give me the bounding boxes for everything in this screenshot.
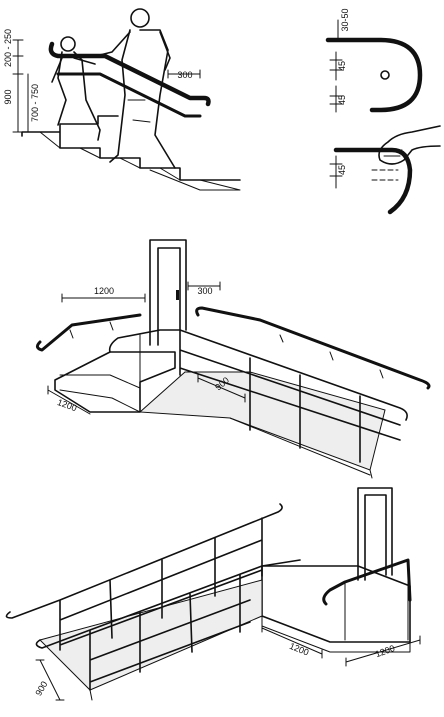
adult-figure — [99, 8, 176, 169]
dim-main-rail-height: 900 — [3, 89, 13, 104]
figure-rail-detail: 30-50 45 45 45 — [325, 8, 441, 215]
figure-long-ramp: 900 1200 1200 — [5, 487, 421, 701]
wall-handrail-left — [35, 313, 142, 352]
landing-platform-fig4 — [261, 565, 411, 643]
dim-lines-fig4 — [35, 623, 421, 701]
door-handle — [176, 290, 179, 300]
landing-handrail — [322, 558, 412, 606]
dim-clearance-bottom: 45 — [337, 165, 347, 175]
lower-handrail — [56, 72, 202, 118]
door-frame-fig4 — [357, 487, 393, 581]
ramp-slab — [138, 371, 386, 471]
door-frame — [149, 239, 187, 346]
child-head — [60, 36, 76, 52]
stair-steps — [21, 115, 241, 181]
ramp-balustrade — [108, 329, 408, 463]
dim-bend-radius: 30-50 — [340, 8, 350, 31]
dim-extension: 300 — [177, 70, 192, 80]
dim-upper-rail-height: 200 - 250 — [3, 29, 13, 67]
upper-handrail — [48, 41, 211, 107]
dim-lines-fig3 — [47, 281, 246, 415]
landing-steps — [59, 374, 141, 413]
rail-section-circle — [380, 70, 390, 80]
dim-landing-depth-fig3: 1200 — [56, 397, 78, 413]
figure-stairs-handrail: 200 - 250 900 700 - 750 300 — [3, 8, 241, 191]
dim-line-vertical — [12, 39, 29, 133]
dim-line-extension — [167, 69, 201, 79]
figure-ramp-landing: 1200 300 900 1200 — [35, 239, 431, 479]
lower-balustrade — [35, 559, 301, 691]
ramp-slab-fig4 — [39, 579, 263, 691]
dim-landing-width-fig4: 1200 — [374, 643, 396, 659]
adult-head — [130, 8, 150, 28]
hand-grip — [378, 125, 441, 165]
dim-door-offset: 1200 — [94, 286, 114, 296]
upper-balustrade — [5, 503, 283, 651]
dim-rail-extension-fig3: 300 — [197, 286, 212, 296]
dim-lower-rail-height: 700 - 750 — [30, 84, 40, 122]
dim-clearance-top: 45 — [337, 61, 347, 71]
stair-nosing — [39, 131, 241, 191]
gripped-rail — [333, 147, 413, 215]
dim-ramp-width-fig4: 900 — [33, 679, 49, 697]
dim-clearance-bottom-line — [329, 155, 343, 189]
dim-clearance-mid: 45 — [337, 95, 347, 105]
wall-handrail-back — [195, 306, 431, 390]
rail-end-bend — [325, 37, 423, 113]
dim-clearance-lines — [329, 51, 343, 113]
